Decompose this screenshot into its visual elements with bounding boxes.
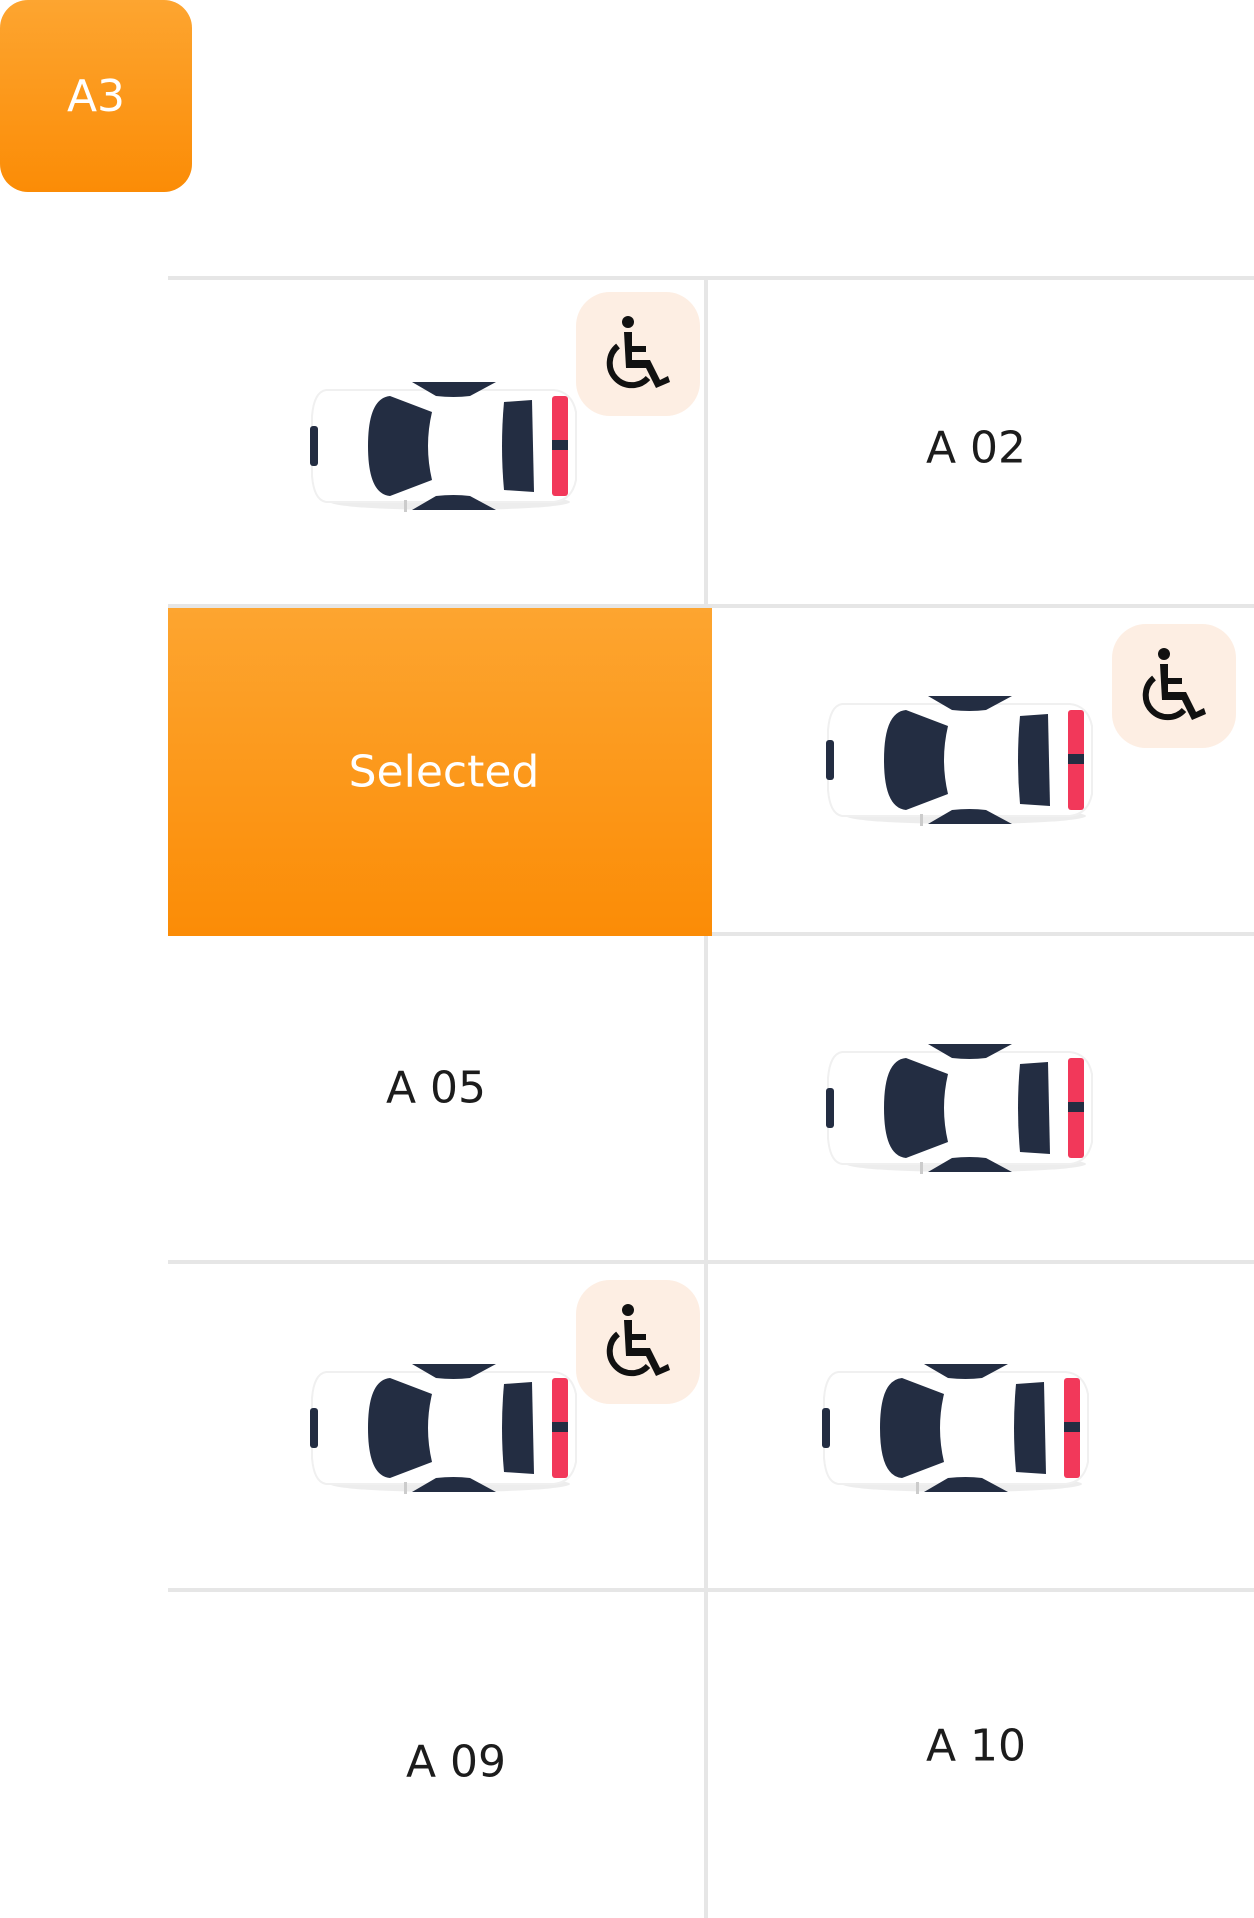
car-top-view-icon xyxy=(304,376,584,516)
wheelchair-icon xyxy=(576,292,700,416)
parking-slot-a09[interactable]: A 09 xyxy=(168,1592,704,1918)
parking-slot-a04[interactable] xyxy=(712,608,1254,932)
selected-slot-label: Selected xyxy=(348,746,540,798)
parking-slot-a03[interactable]: Selected xyxy=(168,608,712,936)
slot-label: A 09 xyxy=(405,1736,507,1788)
slot-label: A 02 xyxy=(925,422,1027,474)
wheelchair-icon xyxy=(576,1280,700,1404)
parking-slot-a07[interactable] xyxy=(168,1264,704,1588)
car-top-view-icon xyxy=(820,690,1100,830)
wheelchair-icon xyxy=(1112,624,1236,748)
car-top-view-icon xyxy=(304,1358,584,1498)
parking-slot-a05[interactable]: A 05 xyxy=(168,936,704,1260)
level-badge[interactable]: A3 xyxy=(0,0,192,192)
slot-label: A 05 xyxy=(385,1062,487,1114)
car-top-view-icon xyxy=(816,1358,1096,1498)
parking-slot-a08[interactable] xyxy=(708,1264,1254,1588)
parking-slot-a06[interactable] xyxy=(708,936,1254,1260)
parking-slot-a02[interactable]: A 02 xyxy=(708,280,1254,604)
parking-slot-a10[interactable]: A 10 xyxy=(708,1592,1254,1918)
car-top-view-icon xyxy=(820,1038,1100,1178)
slot-label: A 10 xyxy=(925,1720,1027,1772)
parking-slot-a01[interactable] xyxy=(168,280,704,604)
